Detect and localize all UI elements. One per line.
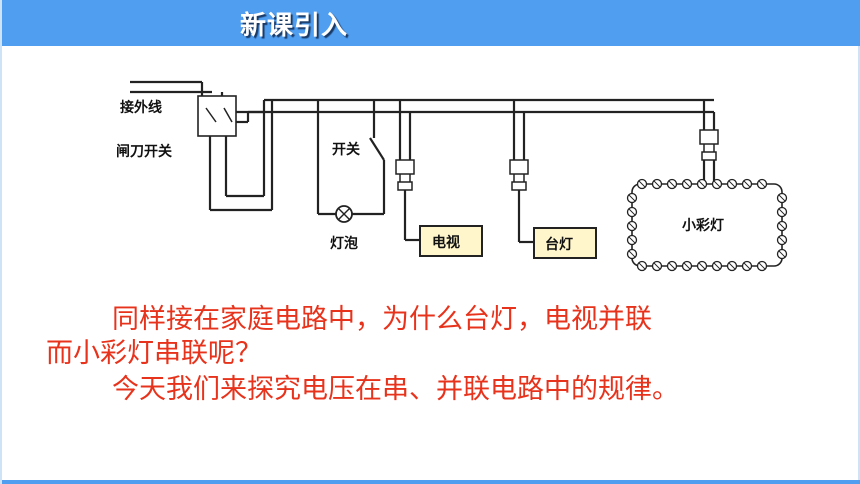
small-light-cross: [778, 222, 786, 230]
small-light-cross: [628, 236, 636, 244]
small-light-cross: [758, 262, 766, 270]
label-external: 接外线: [120, 99, 162, 116]
wall-switch-icon: [369, 137, 385, 161]
small-light-cross: [758, 180, 766, 188]
small-light-cross: [713, 180, 721, 188]
knife-switch-box: [197, 95, 237, 137]
small-light-cross: [653, 180, 661, 188]
tv-socket-icon: [395, 159, 415, 175]
small-light-cross: [668, 262, 676, 270]
lamp-socket-icon: [509, 159, 529, 175]
small-light-cross: [713, 262, 721, 270]
small-light-cross: [778, 236, 786, 244]
tv-box: [419, 225, 483, 257]
small-light-cross: [778, 250, 786, 258]
small-light-cross: [628, 250, 636, 258]
circuit-diagram: 接外线 闸刀开关 开关 灯泡 电视 台灯 小彩灯: [2, 60, 860, 290]
header-bar: 新课引入: [2, 0, 860, 46]
small-light-cross: [668, 180, 676, 188]
question-line-2: 而小彩灯串联呢？: [46, 338, 262, 369]
small-light-cross: [728, 262, 736, 270]
intro-line: 今天我们来探究电压在串、并联电路中的规律。: [112, 374, 679, 405]
label-tv: 电视: [432, 234, 460, 251]
label-desk-lamp: 台灯: [545, 236, 573, 253]
question-line-1: 同样接在家庭电路中，为什么台灯，电视并联: [112, 304, 652, 335]
small-lights-loop: [626, 178, 788, 272]
small-light-cross: [628, 222, 636, 230]
small-light-cross: [698, 180, 706, 188]
small-light-cross: [628, 208, 636, 216]
label-switch: 开关: [332, 141, 360, 158]
lamp-box: [533, 227, 597, 259]
small-light-cross: [743, 262, 751, 270]
label-small-lights: 小彩灯: [682, 217, 724, 234]
footer-bar: [2, 480, 860, 484]
small-light-cross: [728, 180, 736, 188]
small-light-cross: [683, 180, 691, 188]
small-light-cross: [778, 194, 786, 202]
small-light-cross: [628, 194, 636, 202]
circuit-svg: 接外线 闸刀开关 开关 灯泡 电视 台灯 小彩灯: [116, 80, 788, 272]
small-light-cross: [638, 262, 646, 270]
small-light-cross: [638, 180, 646, 188]
small-light-cross: [743, 180, 751, 188]
small-light-cross: [778, 208, 786, 216]
label-knife-switch: 闸刀开关: [116, 143, 172, 160]
small-light-cross: [653, 262, 661, 270]
label-bulb: 灯泡: [330, 235, 358, 252]
lights-socket-icon: [699, 129, 719, 145]
small-light-cross: [683, 262, 691, 270]
small-light-cross: [698, 262, 706, 270]
page-title: 新课引入: [240, 11, 349, 41]
